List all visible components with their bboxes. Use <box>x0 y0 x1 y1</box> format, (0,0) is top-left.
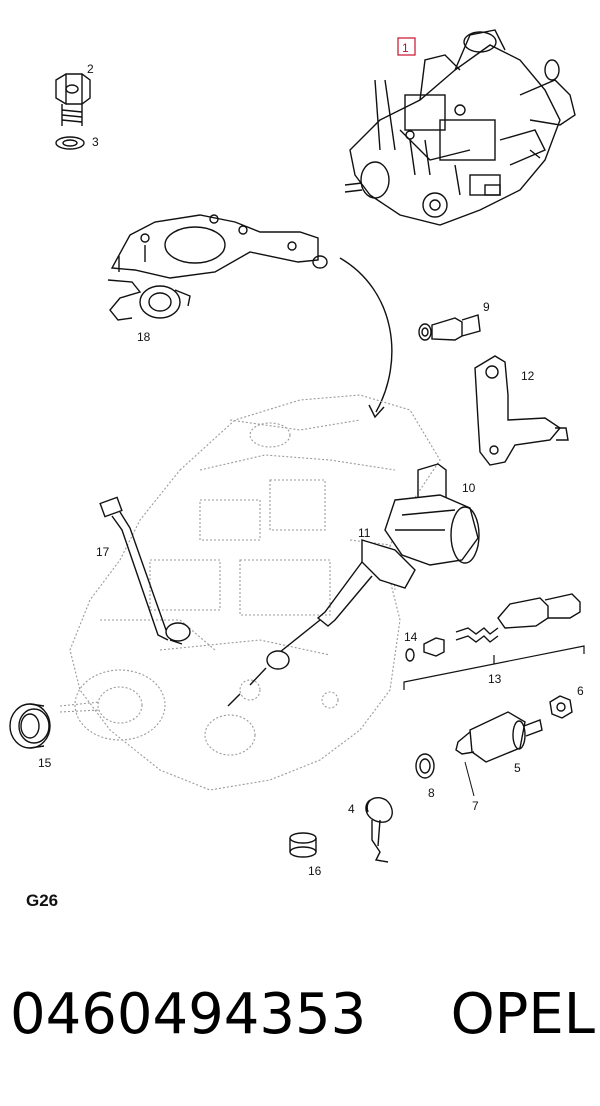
assembly-direction-arrow <box>339 257 393 413</box>
support-bracket <box>474 355 569 466</box>
callout-box-part-1 <box>397 37 416 56</box>
shaft-oil-seal <box>9 703 51 749</box>
callout-15: 15 <box>38 756 52 770</box>
callout-16: 16 <box>308 864 322 878</box>
callout-6: 6 <box>577 684 584 698</box>
leader-line-7 <box>464 761 475 797</box>
valve-assembly <box>405 593 581 662</box>
callout-11: 11 <box>358 526 371 540</box>
fuel-pipe <box>99 496 191 645</box>
injection-pump-assembly <box>344 29 576 226</box>
brand-name: OPEL <box>450 982 595 1047</box>
hex-nut <box>549 695 573 719</box>
sealing-washer <box>415 753 435 779</box>
callout-18: 18 <box>137 330 151 344</box>
callout-13: 13 <box>488 672 502 686</box>
rubber-bushing <box>289 832 317 858</box>
callout-3: 3 <box>92 135 99 149</box>
spring-clip <box>365 796 393 863</box>
callout-9: 9 <box>483 300 490 314</box>
solenoid-actuator <box>384 463 480 566</box>
cold-start-cable <box>227 539 416 707</box>
phantom-pump-outline <box>59 394 441 791</box>
sheet-code: G26 <box>26 891 59 910</box>
arrow-head-icon <box>368 404 385 419</box>
callout-17: 17 <box>96 545 110 559</box>
callout-12: 12 <box>521 369 535 383</box>
callout-2: 2 <box>87 62 94 76</box>
callout-14: 14 <box>404 630 418 644</box>
callout-4: 4 <box>348 802 355 816</box>
callout-1: 1 <box>402 41 409 55</box>
hex-bolt <box>418 314 481 341</box>
part-number: 0460494353 <box>10 982 367 1047</box>
part-caption: 0460494353 OPEL <box>10 982 595 1047</box>
mounting-bracket <box>107 214 328 321</box>
banjo-bolt <box>55 73 91 126</box>
callout-10: 10 <box>462 481 476 495</box>
callout-8: 8 <box>428 786 435 800</box>
stop-solenoid <box>455 711 543 763</box>
seal-washer <box>55 136 85 150</box>
callout-5: 5 <box>514 761 521 775</box>
callout-7: 7 <box>472 799 479 813</box>
